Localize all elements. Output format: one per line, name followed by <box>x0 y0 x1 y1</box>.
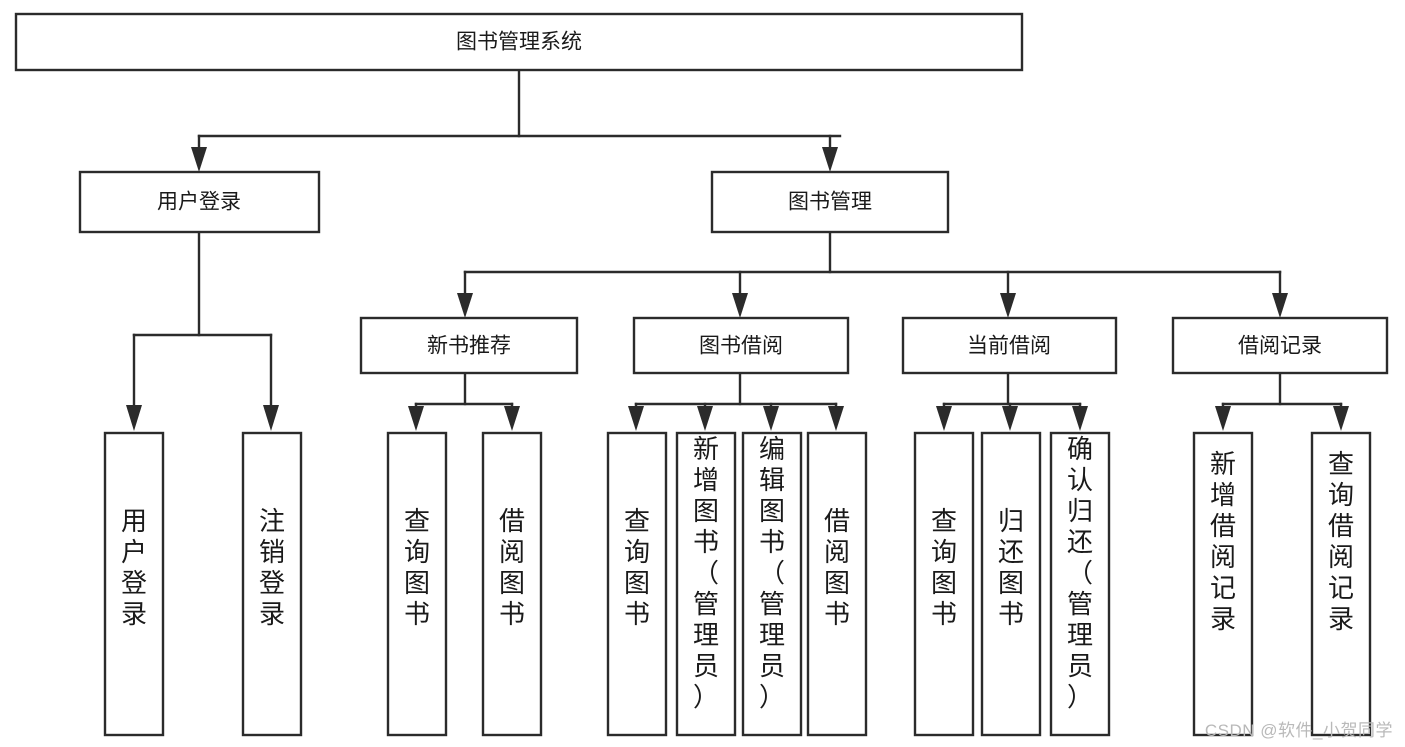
node-box[interactable] <box>1049 431 1111 737</box>
node-label: 借阅图书 <box>824 506 850 629</box>
node-box[interactable] <box>606 431 668 737</box>
node-book-manage[interactable]: 图书管理 <box>710 170 950 234</box>
connector-current-borrow-to-leaves <box>936 371 1088 431</box>
node-leaf-query-record[interactable]: 查询借阅记录 <box>1310 431 1372 737</box>
arrow-head-icon <box>1272 293 1288 318</box>
arrow-head-icon <box>1000 293 1016 318</box>
arrow-head-icon <box>191 147 207 172</box>
node-leaf-borrow-book-1[interactable]: 借阅图书 <box>481 431 543 737</box>
node-leaf-edit-book[interactable]: 编辑图书（管理员） <box>741 431 803 737</box>
arrow-head-icon <box>457 293 473 318</box>
connector-new-book-to-leaves <box>408 371 520 431</box>
node-label: 借阅图书 <box>499 506 525 629</box>
node-label: 用户登录 <box>157 191 241 214</box>
node-label: 图书管理 <box>788 191 872 214</box>
node-box[interactable] <box>1192 431 1254 737</box>
arrow-head-icon <box>936 406 952 431</box>
arrow-head-icon <box>763 406 779 431</box>
node-leaf-borrow-book-2[interactable]: 借阅图书 <box>806 431 868 737</box>
node-box[interactable] <box>359 316 579 375</box>
node-book-borrow[interactable]: 图书借阅 <box>632 316 850 375</box>
node-box[interactable] <box>481 431 543 737</box>
node-label: 查询图书 <box>931 506 957 629</box>
node-borrow-record[interactable]: 借阅记录 <box>1171 316 1389 375</box>
node-label: 新书推荐 <box>427 335 511 358</box>
node-box[interactable] <box>806 431 868 737</box>
arrow-head-icon <box>697 406 713 431</box>
arrow-head-icon <box>1072 406 1088 431</box>
node-label: 当前借阅 <box>967 335 1051 358</box>
arrow-head-icon <box>1002 406 1018 431</box>
node-box[interactable] <box>1310 431 1372 737</box>
node-label: 编辑图书（管理员） <box>759 434 785 712</box>
node-label: 图书管理系统 <box>456 31 582 54</box>
node-leaf-query-book-1[interactable]: 查询图书 <box>386 431 448 737</box>
node-label: 借阅记录 <box>1238 335 1322 358</box>
node-box[interactable] <box>14 12 1024 72</box>
node-label: 用户登录 <box>121 506 147 629</box>
node-box[interactable] <box>901 316 1118 375</box>
node-box[interactable] <box>980 431 1042 737</box>
node-leaf-query-book-2[interactable]: 查询图书 <box>606 431 668 737</box>
arrow-head-icon <box>628 406 644 431</box>
arrow-head-icon <box>1215 406 1231 431</box>
node-box[interactable] <box>675 431 737 737</box>
node-leaf-user-logout[interactable]: 注销登录 <box>241 431 303 737</box>
connector-borrow-record-to-leaves <box>1215 371 1349 431</box>
arrow-head-icon <box>822 147 838 172</box>
arrow-head-icon <box>408 406 424 431</box>
connector-book-borrow-to-leaves <box>628 371 844 431</box>
arrow-head-icon <box>828 406 844 431</box>
node-root[interactable]: 图书管理系统 <box>14 12 1024 72</box>
connector-user-login-to-leaves <box>126 230 279 431</box>
node-box[interactable] <box>632 316 850 375</box>
arrow-head-icon <box>504 406 520 431</box>
node-box[interactable] <box>241 431 303 737</box>
node-leaf-confirm-return[interactable]: 确认归还（管理员） <box>1049 431 1111 737</box>
node-leaf-add-book[interactable]: 新增图书（管理员） <box>675 431 737 737</box>
node-box[interactable] <box>386 431 448 737</box>
node-leaf-query-book-3[interactable]: 查询图书 <box>913 431 975 737</box>
node-box[interactable] <box>913 431 975 737</box>
node-user-login[interactable]: 用户登录 <box>78 170 321 234</box>
node-label: 归还图书 <box>998 506 1024 629</box>
arrow-head-icon <box>732 293 748 318</box>
node-label: 注销登录 <box>259 506 285 629</box>
connector-book-manage-to-level2 <box>457 230 1288 318</box>
node-leaf-add-record[interactable]: 新增借阅记录 <box>1192 431 1254 737</box>
node-box[interactable] <box>1171 316 1389 375</box>
node-label: 查询图书 <box>404 506 430 629</box>
node-box[interactable] <box>78 170 321 234</box>
node-label: 查询借阅记录 <box>1328 449 1354 634</box>
connector-root-to-level1 <box>191 68 842 172</box>
csdn-watermark: CSDN @软件_小贺同学 <box>1204 721 1393 740</box>
node-leaf-user-login[interactable]: 用户登录 <box>103 431 165 737</box>
node-new-book-recommend[interactable]: 新书推荐 <box>359 316 579 375</box>
arrow-head-icon <box>1333 406 1349 431</box>
node-label: 新增借阅记录 <box>1210 449 1236 634</box>
node-box[interactable] <box>710 170 950 234</box>
node-box[interactable] <box>741 431 803 737</box>
node-label: 确认归还（管理员） <box>1067 434 1093 712</box>
node-current-borrow[interactable]: 当前借阅 <box>901 316 1118 375</box>
node-label: 查询图书 <box>624 506 650 629</box>
node-leaf-return-book[interactable]: 归还图书 <box>980 431 1042 737</box>
node-label: 新增图书（管理员） <box>693 434 719 712</box>
arrow-head-icon <box>263 405 279 431</box>
node-box[interactable] <box>103 431 165 737</box>
node-label: 图书借阅 <box>699 335 783 358</box>
arrow-head-icon <box>126 405 142 431</box>
